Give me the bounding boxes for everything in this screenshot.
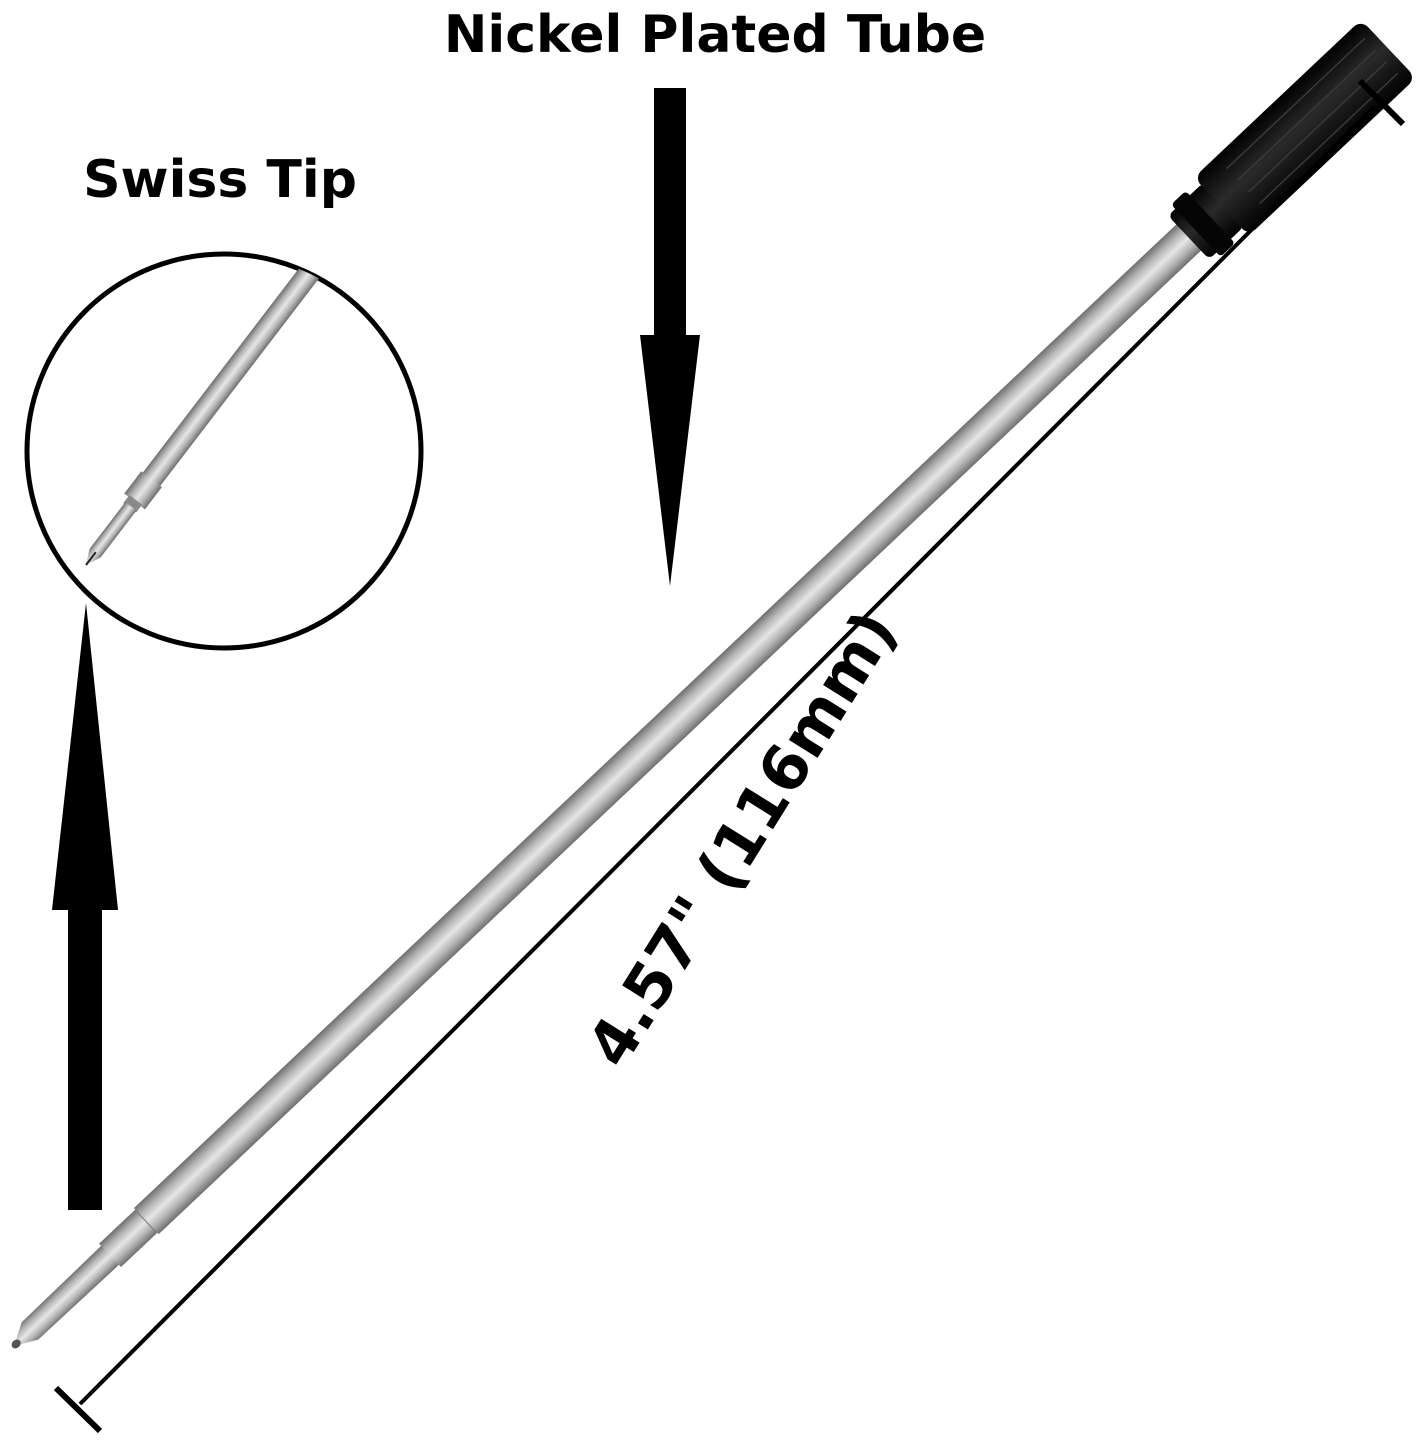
refill-tube [134, 219, 1207, 1235]
length-dimension [53, 78, 1406, 1434]
refill-cap [1170, 23, 1412, 257]
refill-collar [99, 1209, 158, 1268]
swiss-tip-magnifier [24, 251, 424, 651]
arrow-up-icon [52, 603, 118, 1210]
refill-point [14, 1243, 122, 1346]
refill [11, 23, 1412, 1349]
tip-label: Swiss Tip [83, 150, 357, 210]
tube-label: Nickel Plated Tube [444, 5, 986, 65]
arrow-down-icon [640, 88, 700, 586]
